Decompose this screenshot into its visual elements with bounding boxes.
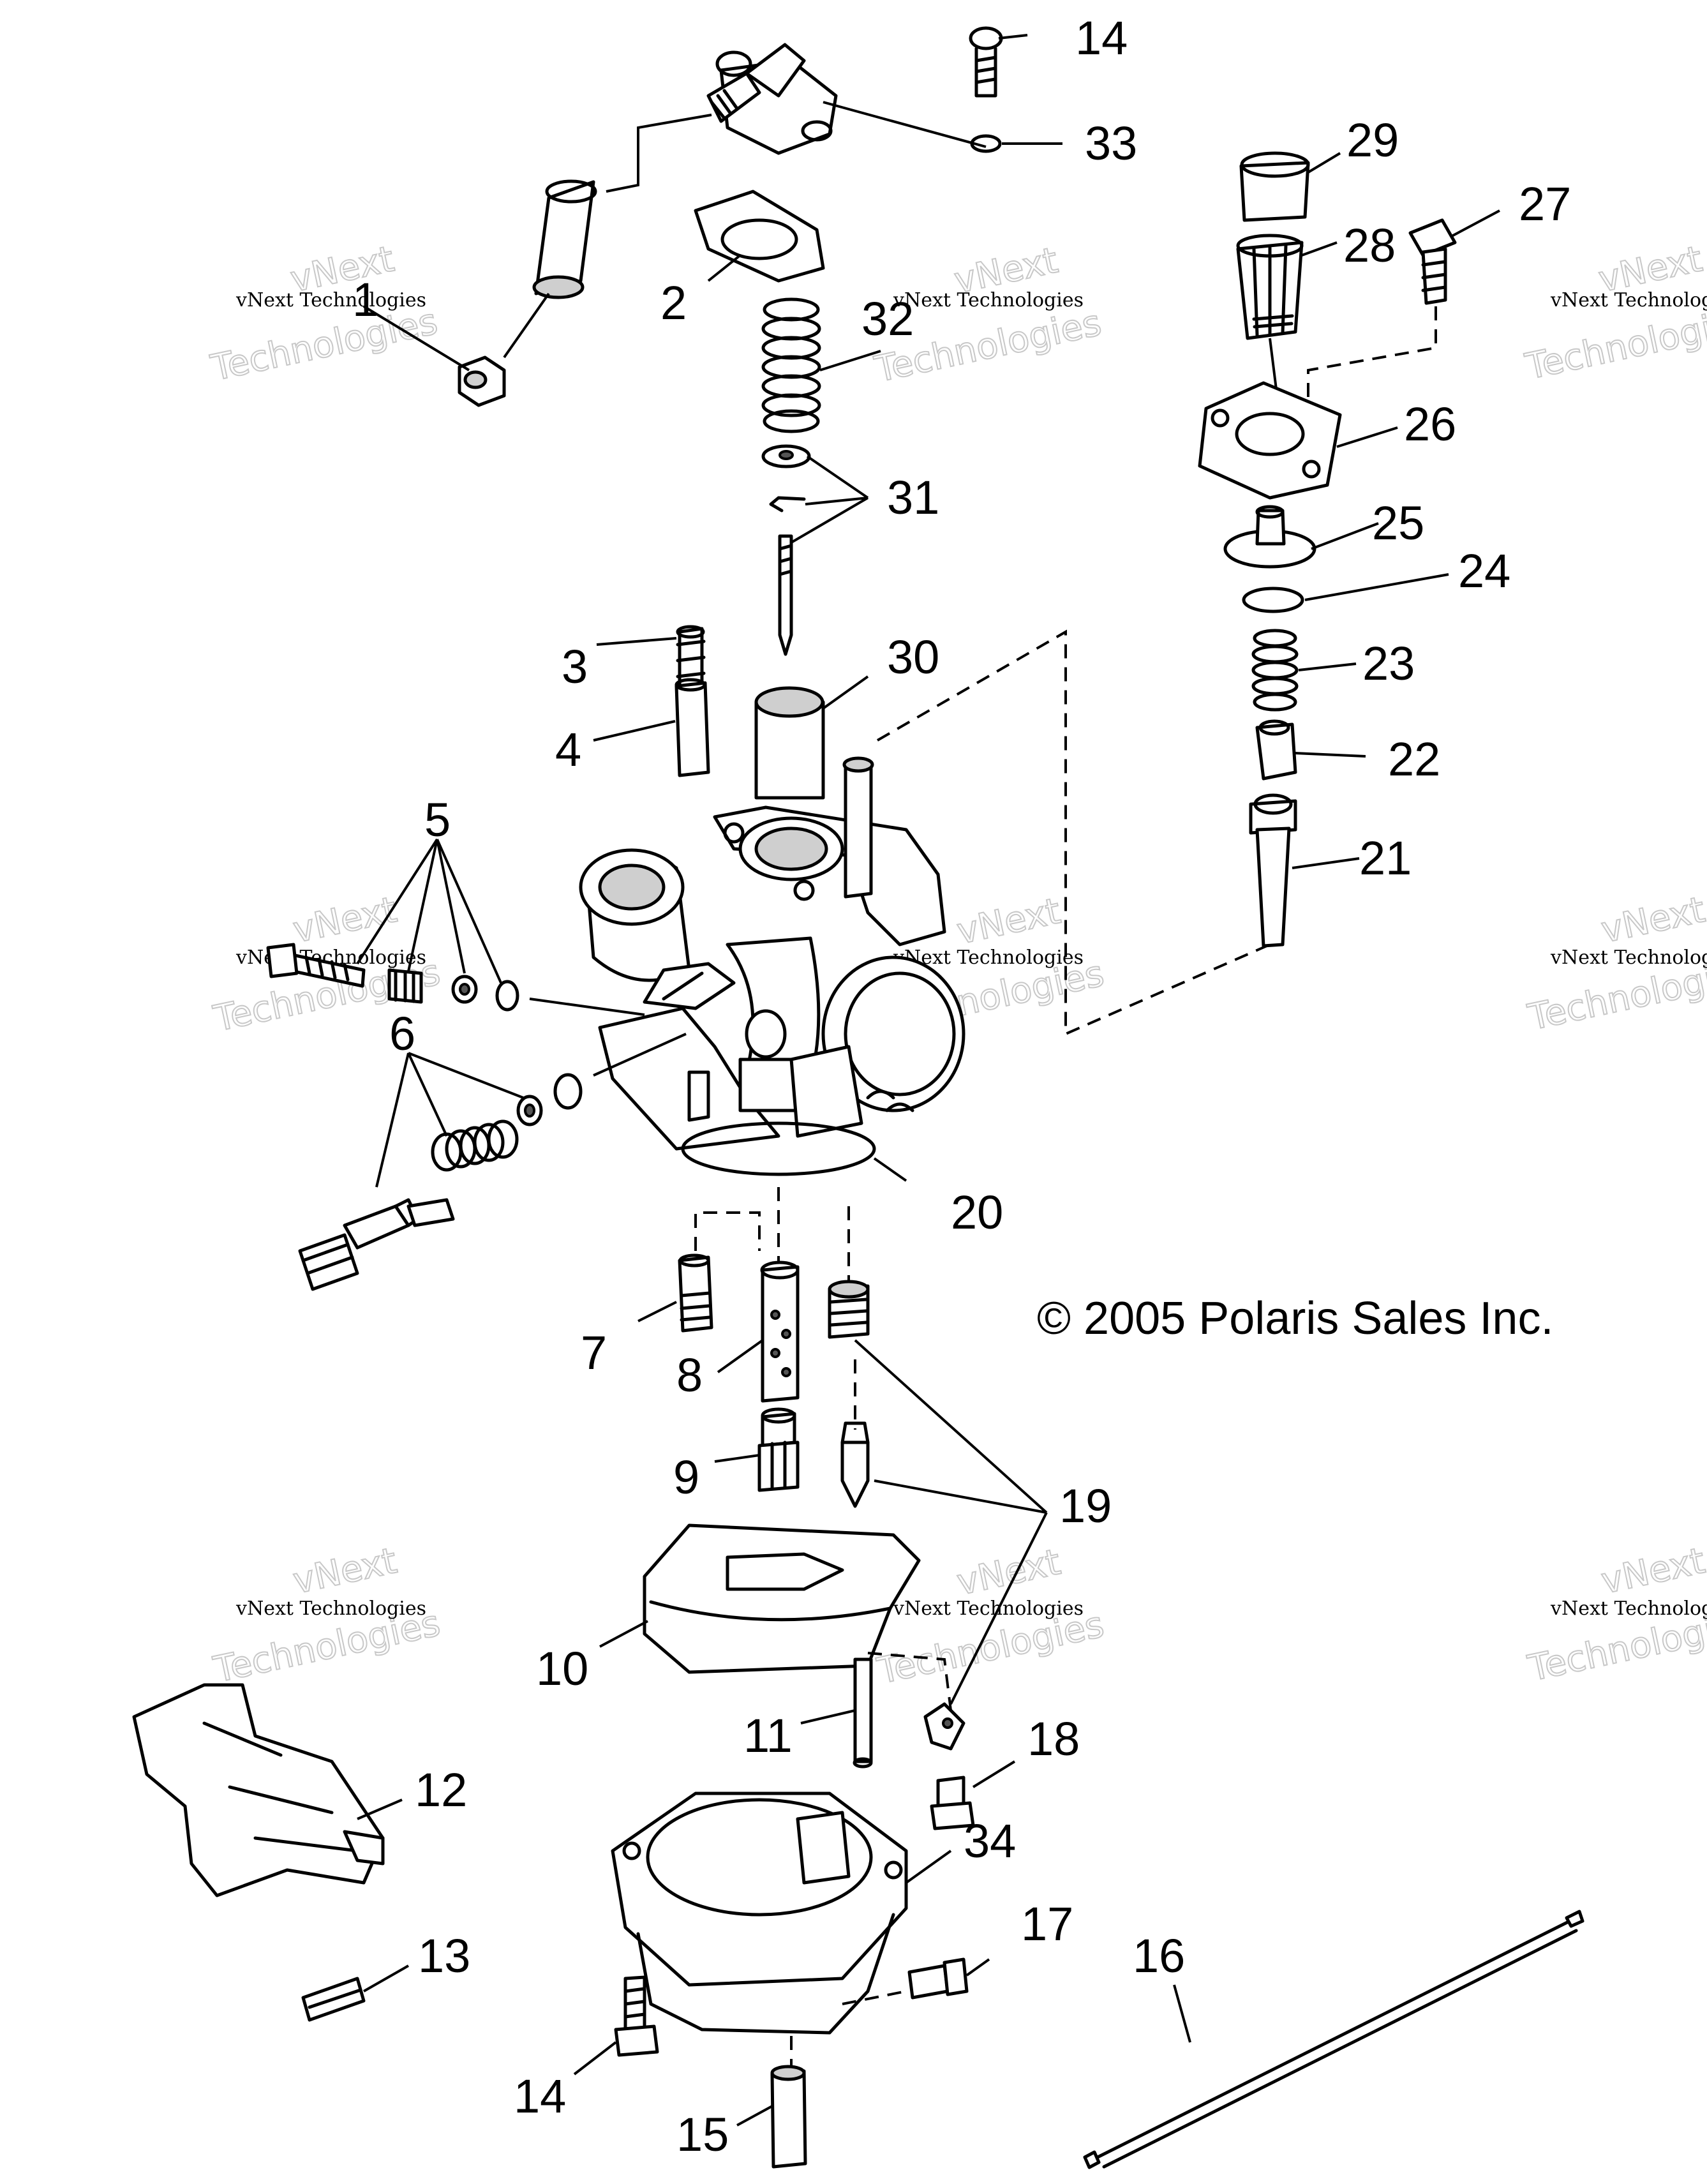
watermark-low-left: Technologies vNext vNext Technologies	[209, 1539, 444, 1692]
svg-text:vNext Technologies: vNext Technologies	[893, 1597, 1084, 1620]
callout-18: 18	[1027, 1712, 1080, 1765]
part-5-pilot-screw-set	[266, 943, 519, 1012]
part-26-cover	[1198, 381, 1342, 500]
part-12-bracket	[132, 1683, 385, 1897]
callout-5: 5	[424, 793, 451, 846]
svg-text:vNext: vNext	[953, 1541, 1064, 1604]
watermark-top-left: Technologies vNext vNext Technologies	[207, 237, 442, 390]
part-19-needle-valve	[828, 1280, 965, 1751]
svg-text:vNext Technologies: vNext Technologies	[235, 289, 426, 311]
callout-17: 17	[1021, 1897, 1073, 1950]
callout-29: 29	[1346, 114, 1399, 167]
part-28-adjuster	[1236, 234, 1304, 340]
part-31-needle-clip-set	[761, 444, 811, 656]
svg-text:vNext Technologies: vNext Technologies	[1550, 1597, 1707, 1620]
callout-25: 25	[1372, 497, 1424, 550]
watermark-top-right: Technologies vNext vNext Technologies	[1521, 237, 1707, 389]
callout-1: 1	[352, 273, 378, 326]
callout-8: 8	[676, 1349, 703, 1402]
part-16-cable	[1083, 1910, 1584, 2169]
watermark-mid-right: Technologies vNext vNext Technologies	[1524, 888, 1707, 1040]
part-11-float-pin	[853, 1657, 873, 1769]
part-24-oring	[1242, 587, 1304, 613]
part-30-throttle-slide	[754, 686, 825, 800]
watermark-low-right: Technologies vNext vNext Technologies	[1524, 1539, 1707, 1691]
callout-34: 34	[964, 1814, 1016, 1867]
callout-3: 3	[562, 640, 588, 693]
part-8-emulsion-tube	[760, 1260, 800, 1403]
callout-19: 19	[1059, 1479, 1112, 1532]
part-10-float	[643, 1523, 921, 1674]
svg-text:vNext: vNext	[1598, 1540, 1707, 1603]
carburetor-body	[579, 756, 965, 1151]
part-17-screw	[907, 1957, 969, 2000]
callout-13: 13	[418, 1929, 470, 1982]
part-9-main-jet	[757, 1407, 800, 1492]
callout-32: 32	[861, 292, 914, 345]
part-29-cap	[1239, 151, 1310, 222]
part-22-plunger	[1255, 719, 1297, 781]
callout-14-top: 14	[1075, 11, 1128, 64]
part-23-spring	[1251, 629, 1299, 712]
svg-text:vNext: vNext	[1598, 889, 1707, 952]
part-2-gasket	[694, 190, 825, 283]
part-34-float-bowl	[611, 1791, 908, 2035]
part-27-bolt	[1408, 218, 1457, 305]
callout-16: 16	[1133, 1929, 1185, 1982]
svg-text:vNext: vNext	[290, 1540, 401, 1603]
callout-22: 22	[1388, 733, 1440, 786]
callout-30: 30	[887, 631, 939, 684]
callout-2: 2	[660, 276, 687, 329]
callout-31: 31	[887, 471, 939, 524]
svg-text:vNext Technologies: vNext Technologies	[893, 289, 1084, 311]
svg-text:vNext: vNext	[290, 889, 401, 952]
part-6-idle-screw-set	[298, 1073, 583, 1291]
callout-6: 6	[389, 1007, 415, 1060]
callout-14-bottom: 14	[514, 2070, 566, 2123]
svg-text:Technologies: Technologies	[207, 301, 441, 389]
callout-11: 11	[743, 1709, 793, 1762]
part-18-screw	[930, 1776, 975, 1830]
callout-20: 20	[951, 1186, 1003, 1239]
part-15-drain-tube	[770, 2065, 807, 2169]
callout-21: 21	[1359, 832, 1412, 885]
part-25-diaphragm	[1223, 505, 1316, 569]
callout-24: 24	[1458, 544, 1510, 597]
part-fuel-filter-tube	[532, 179, 597, 299]
callout-7: 7	[581, 1326, 607, 1379]
callout-4: 4	[555, 723, 581, 776]
part-1-nut	[458, 355, 506, 407]
callout-33: 33	[1085, 117, 1137, 170]
part-32-spring	[761, 297, 821, 433]
callout-12: 12	[415, 1763, 467, 1816]
part-13-pad	[301, 1977, 366, 2022]
svg-text:Technologies: Technologies	[1522, 299, 1707, 388]
callout-28: 28	[1343, 219, 1396, 272]
svg-text:vNext Technologies: vNext Technologies	[1550, 289, 1707, 311]
callout-15: 15	[676, 2108, 729, 2161]
callout-23: 23	[1362, 637, 1415, 690]
svg-text:vNext Technologies: vNext Technologies	[235, 1597, 426, 1620]
part-7-jet	[678, 1253, 713, 1333]
svg-text:vNext: vNext	[953, 890, 1064, 953]
part-4-tube	[675, 678, 710, 777]
callout-10: 10	[536, 1642, 588, 1695]
part-14-bottom-screw	[614, 1975, 659, 2057]
part-20-gasket	[681, 1121, 876, 1176]
part-21-starter-valve	[1249, 793, 1297, 948]
part-14-top-screw	[969, 26, 1003, 98]
callout-26: 26	[1404, 398, 1456, 451]
callout-9: 9	[673, 1451, 699, 1504]
callout-27: 27	[1519, 177, 1571, 230]
svg-text:vNext Technologies: vNext Technologies	[1550, 946, 1707, 969]
part-fuel-inlet-cover	[706, 43, 838, 155]
copyright-notice: © 2005 Polaris Sales Inc.	[1037, 1293, 1553, 1344]
